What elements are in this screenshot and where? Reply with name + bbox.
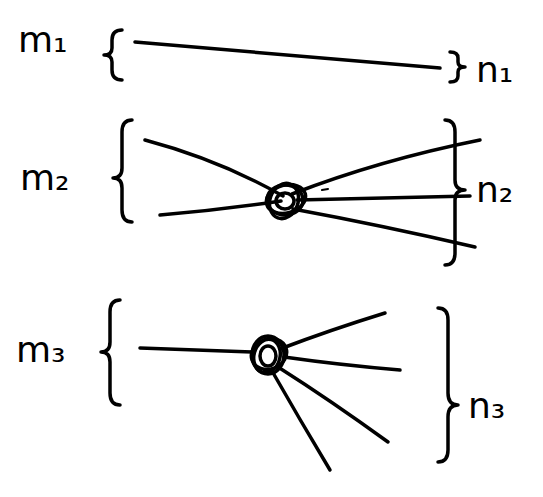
right-brace	[450, 52, 465, 82]
left-brace	[104, 30, 122, 80]
right-brace	[445, 120, 465, 265]
interaction-blob	[247, 334, 291, 376]
symbol-label: n₃	[468, 388, 505, 424]
particle-line	[135, 42, 440, 68]
particle-line	[278, 367, 388, 442]
left-brace	[113, 120, 132, 222]
particle-line	[140, 348, 252, 352]
particle-line	[280, 313, 385, 349]
symbol-label: m₃	[16, 332, 66, 368]
particle-line	[284, 357, 400, 370]
right-brace	[438, 308, 458, 462]
particle-line	[297, 196, 470, 200]
left-brace	[101, 300, 120, 405]
symbol-label: m₁	[18, 22, 68, 58]
particle-line	[293, 209, 475, 247]
particle-line	[292, 140, 480, 194]
symbol-label: n₁	[476, 52, 513, 88]
particle-line	[145, 140, 283, 196]
particle-line	[272, 371, 330, 470]
symbol-label: m₂	[20, 160, 70, 196]
particle-line	[160, 201, 281, 215]
symbol-label: n₂	[476, 172, 513, 208]
tick-mark	[322, 189, 328, 190]
interaction-blob	[263, 179, 309, 222]
